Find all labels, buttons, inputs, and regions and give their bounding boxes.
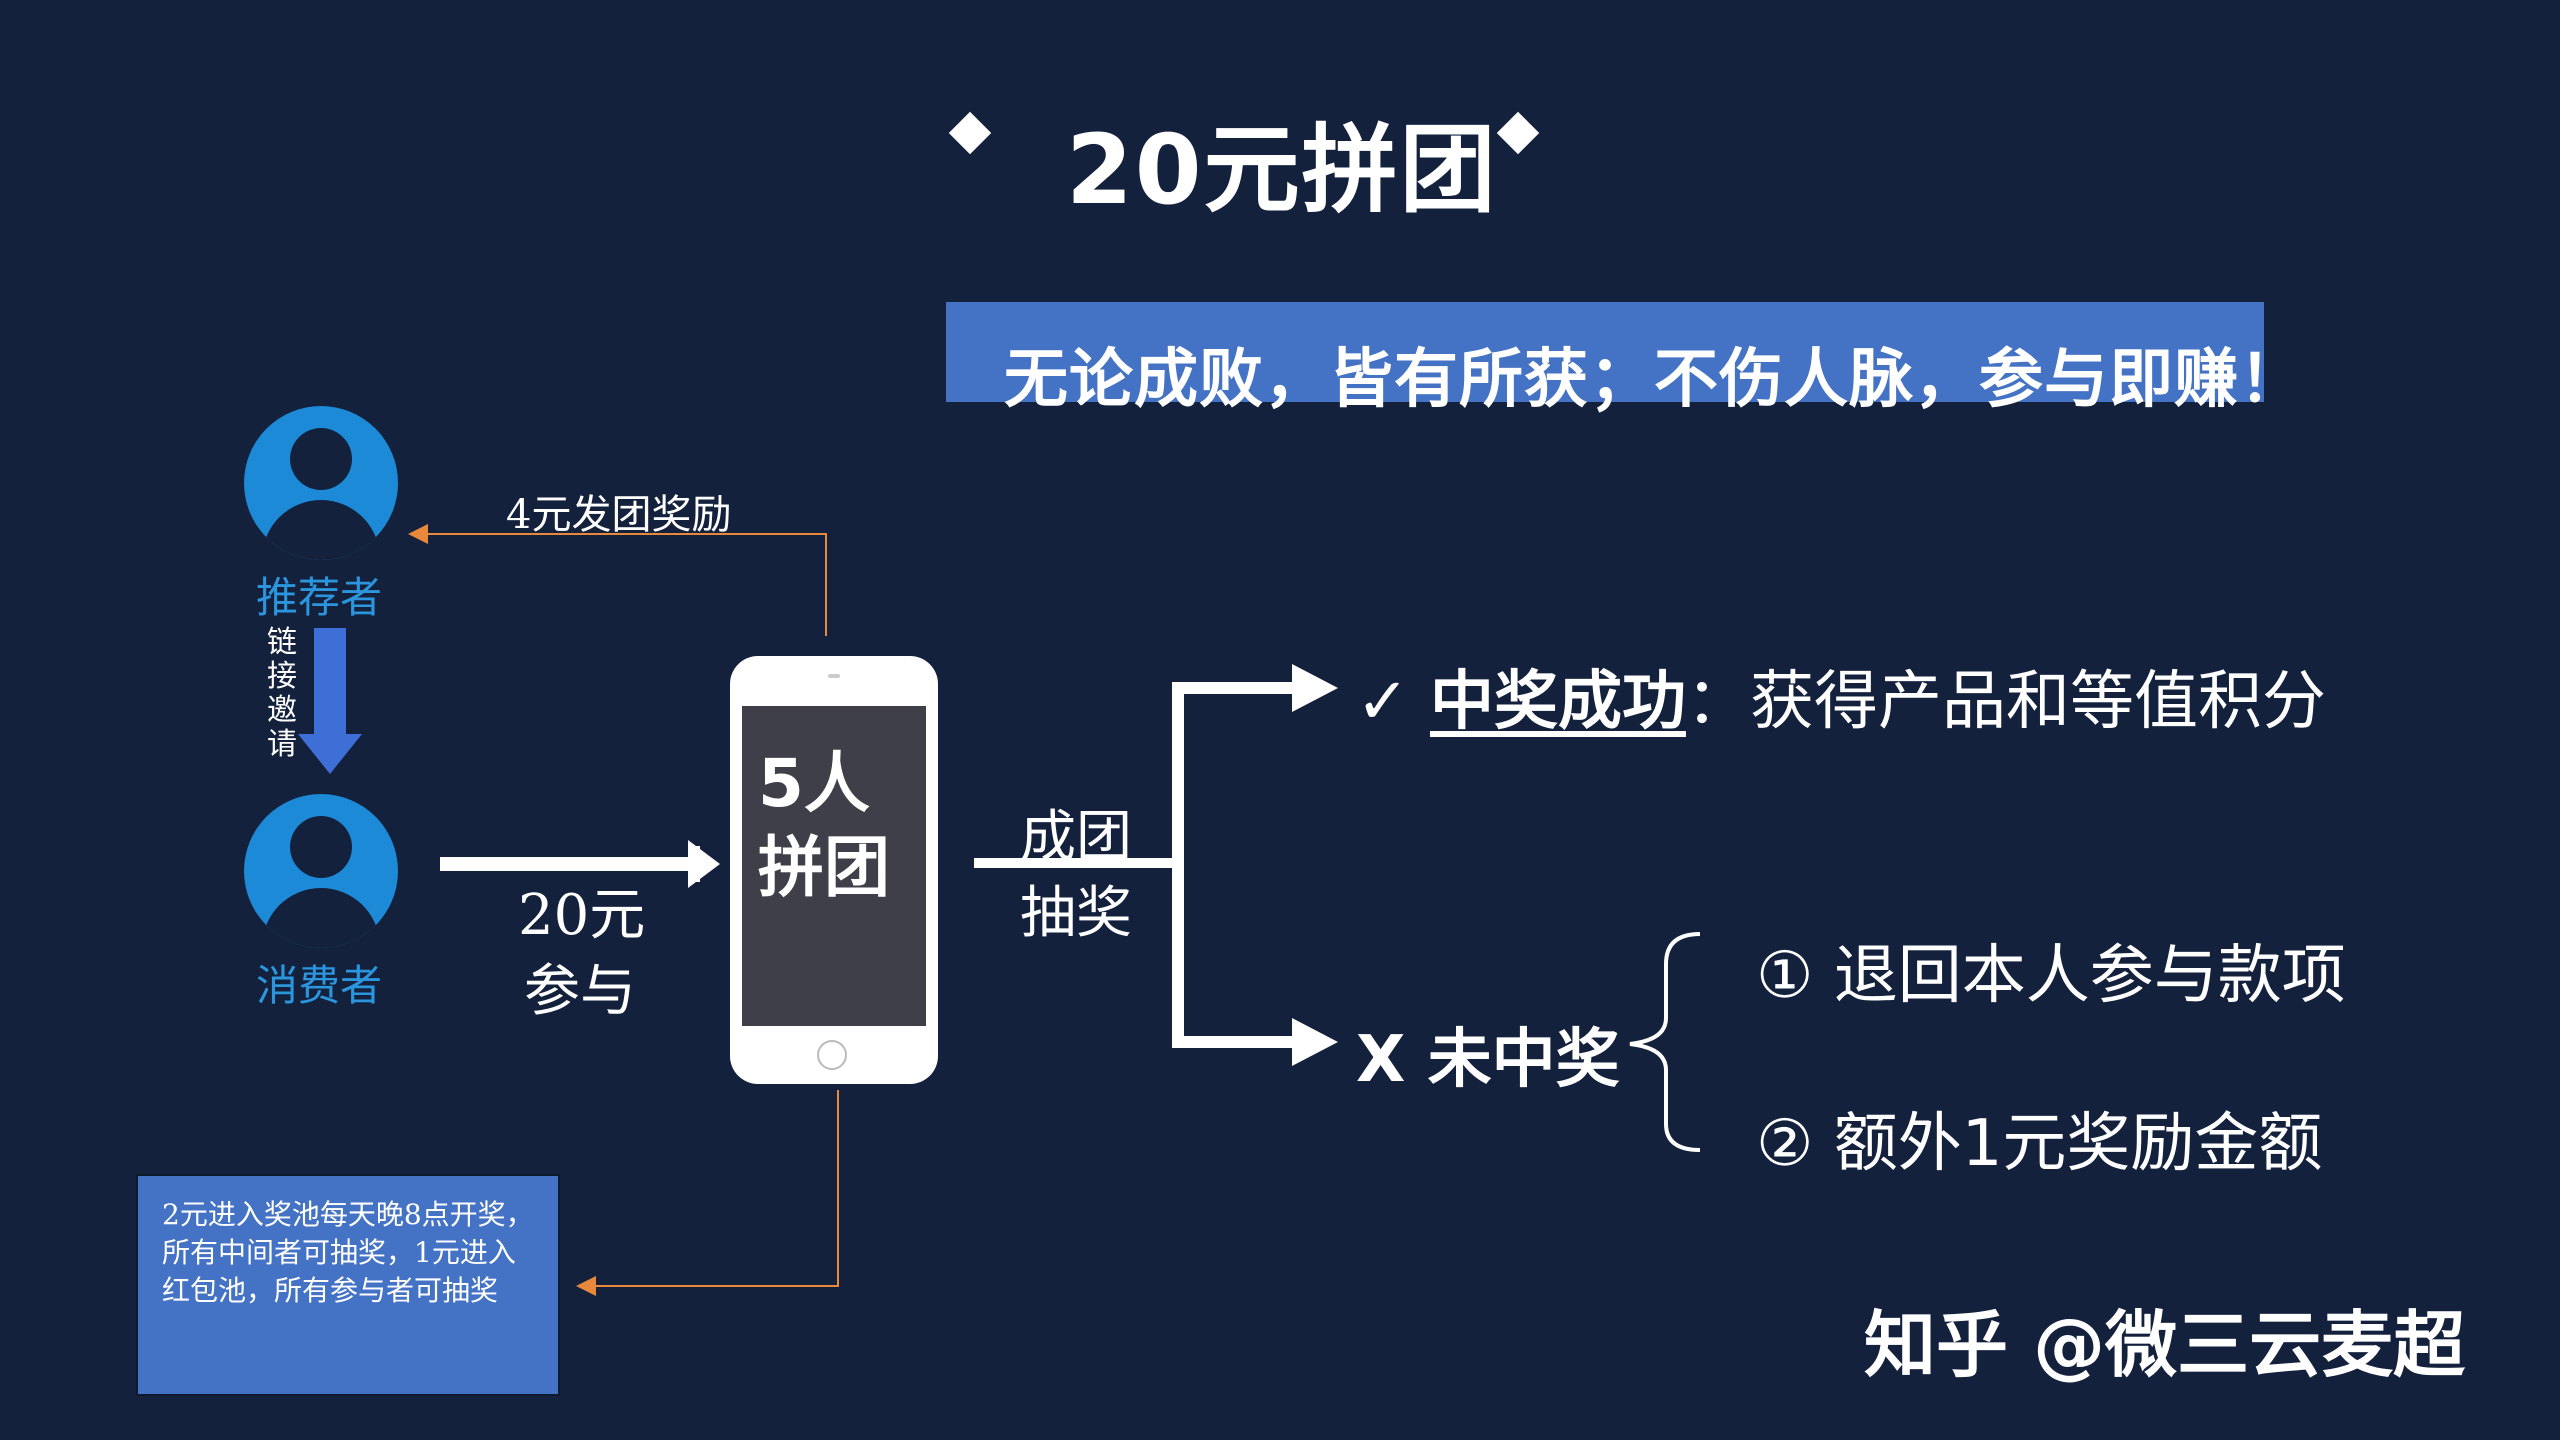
phone-screen	[742, 706, 926, 1026]
phone-device: 5人 拼团	[730, 656, 938, 1084]
success-branch: ✓ 中奖成功：获得产品和等值积分	[1356, 650, 2326, 742]
phone-home-button	[817, 1040, 847, 1070]
success-detail: 获得产品和等值积分	[1749, 665, 2326, 739]
fail-branch: X 未中奖	[1356, 1008, 1620, 1100]
slogan-text: 无论成败，皆有所获；不伤人脉，参与即赚！	[1004, 343, 2304, 417]
fail-option-bonus: ② 额外1元奖励金额	[1756, 1107, 2323, 1181]
fail-option-refund: ① 退回本人参与款项	[1756, 939, 2346, 1013]
slogan-banner	[946, 302, 2264, 402]
invite-down-arrow-icon	[298, 628, 362, 774]
phone-group-text: 5人 拼团	[758, 745, 890, 906]
check-icon: ✓	[1356, 665, 1410, 739]
fail-title: 未中奖	[1427, 1023, 1620, 1097]
lottery-label: 成团 抽奖	[1020, 805, 1132, 946]
branch-connector	[974, 664, 1338, 1066]
page-title: 20元拼团	[1066, 114, 1498, 226]
join-label: 20元 参与	[518, 883, 646, 1024]
referrer-label: 推荐者	[256, 573, 383, 622]
options-brace	[1629, 932, 1701, 1152]
pool-note-box: 2元进入奖池每天晚8点开奖，所有中间者可抽奖，1元进入红包池，所有参与者可抽奖	[136, 1174, 560, 1396]
referrer-avatar	[244, 406, 398, 560]
join-arrow-icon	[440, 840, 720, 888]
watermark: 知乎 @微三云麦超	[1864, 1303, 2466, 1387]
pool-connector	[576, 1090, 839, 1296]
consumer-avatar	[244, 794, 398, 948]
invite-text: 链 接 邀 请	[267, 625, 297, 762]
phone-camera	[828, 674, 840, 678]
reward-label: 4元发团奖励	[506, 492, 732, 538]
reward-connector	[408, 524, 827, 636]
success-title: 中奖成功	[1429, 665, 1686, 739]
x-mark-icon: X	[1356, 1023, 1406, 1097]
success-separator: ：	[1685, 665, 1750, 739]
consumer-label: 消费者	[256, 961, 383, 1010]
